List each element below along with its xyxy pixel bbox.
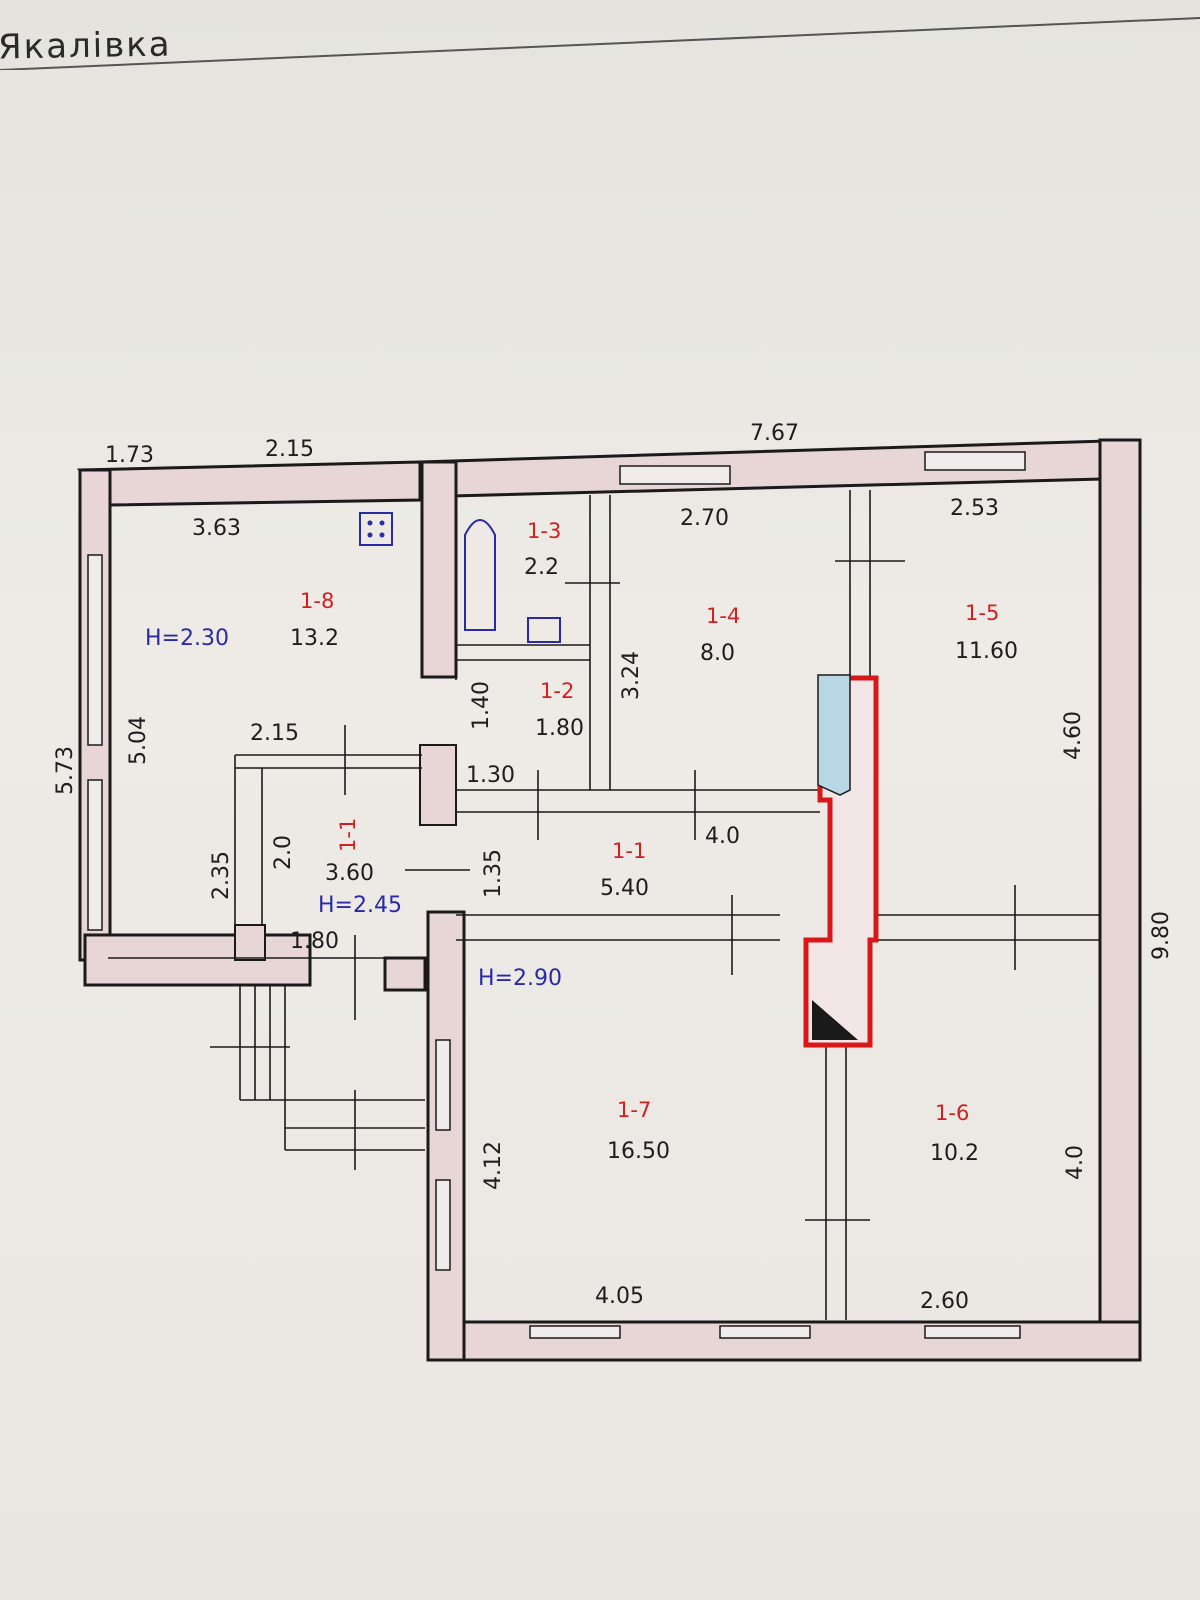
dim-left-side: 5.73 [53, 746, 78, 795]
dim-label: 1.40 [469, 681, 494, 730]
room-number: 1-1 [336, 818, 360, 852]
room-area: 16.50 [607, 1139, 670, 1164]
room-dimensions: 3.63 5.04 2.15 2.35 2.0 1.80 1.40 1.30 1… [126, 496, 1088, 1314]
toilet-icon [527, 617, 561, 643]
height-porch: H=2.45 [318, 893, 402, 918]
room-number: 1-7 [617, 1098, 651, 1122]
room-number: 1-1 [612, 839, 646, 863]
fixtures [359, 512, 879, 1048]
height-main: H=2.90 [478, 966, 562, 991]
dim-label: 2.0 [271, 835, 296, 870]
dim-top-left-a: 1.73 [105, 443, 154, 468]
dim-label: 2.35 [209, 851, 234, 900]
dim-label: 4.05 [595, 1284, 644, 1309]
heater-icon [817, 674, 851, 796]
bathtub-icon [464, 519, 496, 631]
dim-label: 4.60 [1061, 711, 1086, 760]
room-area: 10.2 [930, 1141, 979, 1166]
dim-label: 3.24 [619, 651, 644, 700]
room-area: 1.80 [535, 716, 584, 741]
dim-label: 2.60 [920, 1289, 969, 1314]
dim-top-left-b: 2.15 [265, 437, 314, 462]
windows [87, 451, 1026, 1339]
dim-label: 3.63 [192, 516, 241, 541]
room-number: 1-8 [300, 589, 334, 613]
overall-dimensions: 1.73 2.15 7.67 5.73 9.80 [53, 421, 1174, 960]
room-area: 8.0 [700, 641, 735, 666]
room-area: 3.60 [325, 861, 374, 886]
room-area: 11.60 [955, 639, 1018, 664]
dim-label: 1.35 [481, 849, 506, 898]
dim-label: 4.0 [1063, 1145, 1088, 1180]
interior-walls [108, 490, 1100, 1320]
room-number: 1-3 [527, 519, 561, 543]
dim-label: 1.80 [290, 929, 339, 954]
sheet-top-rule [0, 17, 1200, 70]
room-labels: 1-8 13.2 1-3 2.2 1-4 8.0 1-5 11.60 1-2 1… [290, 519, 1018, 1166]
room-area: 2.2 [524, 555, 559, 580]
ceiling-heights: H=2.30 H=2.45 H=2.90 [145, 626, 562, 991]
dim-label: 1.30 [466, 763, 515, 788]
room-number: 1-2 [540, 679, 574, 703]
dim-top-right: 7.67 [750, 421, 799, 446]
dim-label: 4.0 [705, 824, 740, 849]
dim-label: 2.53 [950, 496, 999, 521]
dim-label: 2.70 [680, 506, 729, 531]
room-number: 1-6 [935, 1101, 969, 1125]
stove-icon [359, 512, 393, 546]
height-kitchen: H=2.30 [145, 626, 229, 651]
room-number: 1-4 [706, 604, 740, 628]
dim-label: 4.12 [481, 1141, 506, 1190]
dim-label: 2.15 [250, 721, 299, 746]
dim-label: 5.04 [126, 716, 151, 765]
dim-right-side: 9.80 [1149, 911, 1174, 960]
room-area: 5.40 [600, 876, 649, 901]
room-area: 13.2 [290, 626, 339, 651]
room-number: 1-5 [965, 601, 999, 625]
